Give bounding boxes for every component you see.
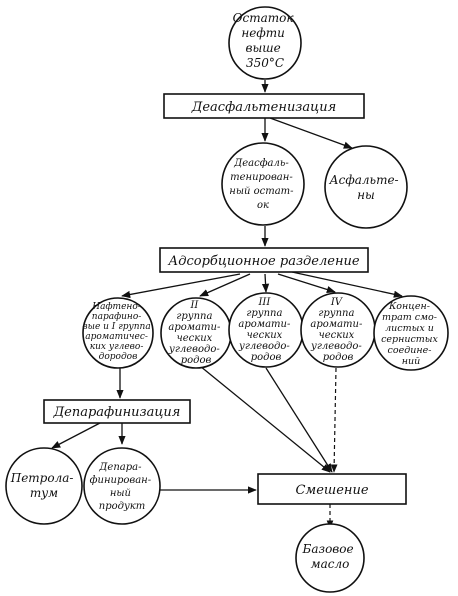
concentrate-line: сернистых [381, 334, 438, 345]
petrolatum-line: тум [30, 486, 58, 500]
svg-text:Депара- финирован-: Депара- финирован- ный продукт [90, 462, 155, 512]
deasphalted-residue-line: ок [257, 200, 269, 211]
group2-line: группа [176, 311, 212, 322]
group4-line: группа [318, 308, 354, 319]
svg-text:II группа аромати-: II группа аромати- ческих углеводо- родо… [168, 300, 224, 366]
base-oil-line: масло [311, 557, 350, 571]
asphaltenes-line: ны [357, 188, 375, 202]
asphaltenes-line: Асфальте- [329, 173, 399, 187]
naphtheno-line: ких углево- [90, 342, 144, 352]
svg-text:Остаток нефти выше: Остаток нефти выше 350°С [233, 11, 298, 70]
naphtheno-line: ароматичес- [85, 332, 148, 342]
arrow-adsorption-to-concentrate [291, 271, 403, 298]
dewaxing-label: Депарафинизация [53, 405, 181, 420]
arrow-dewaxing-to-petrolatum [51, 422, 101, 449]
node-group-3: III группа аромати- ческих углеводо- род… [228, 292, 304, 368]
node-asphaltenes: Асфальте- ны [324, 145, 408, 229]
svg-text:IV группа аромати-: IV группа аромати- ческих углеводо- родо… [310, 297, 366, 363]
node-deasphalting: Деасфальтенизация [163, 93, 365, 119]
concentrate-line: соедине- [388, 345, 432, 356]
group3-line: аромати- [238, 319, 291, 330]
group3-line: группа [246, 308, 282, 319]
arrow-group2-to-mixing [199, 365, 331, 473]
dewaxed-product-line: продукт [99, 501, 145, 512]
group3-line: III [257, 297, 271, 308]
adsorption-label: Адсорбционное разделение [167, 254, 359, 269]
dewaxed-product-line: финирован- [90, 475, 152, 486]
naphtheno-line: дородов [99, 352, 138, 362]
dewaxed-product-line: Депара- [98, 462, 142, 473]
group3-line: родов [251, 352, 282, 363]
svg-text:Базовое масло: Базовое масло [302, 542, 358, 571]
concentrate-line: трат смо- [382, 312, 437, 323]
edges [51, 80, 403, 529]
node-group-4: IV группа аромати- ческих углеводо- родо… [300, 292, 376, 368]
node-residue: Остаток нефти выше 350°С [228, 6, 302, 80]
svg-text:Асфальте- ны: Асфальте- ны [329, 173, 403, 202]
arrow-adsorption-to-group4 [277, 273, 336, 294]
group2-line: аромати- [168, 322, 221, 333]
svg-text:Нафтено- парафино-: Нафтено- парафино- вые и I группа аромат… [82, 302, 153, 362]
node-dewaxing: Депарафинизация [43, 399, 191, 424]
deasphalted-residue-line: Деасфаль- [233, 158, 289, 169]
node-mixing: Смешение [257, 473, 407, 505]
residue-line: 350°С [246, 56, 284, 70]
naphtheno-line: парафино- [92, 312, 142, 322]
residue-line: нефти [241, 26, 285, 40]
node-adsorption: Адсорбционное разделение [159, 247, 369, 273]
petrolatum-line: Петрола- [10, 471, 74, 485]
group3-line: углеводо- [238, 341, 290, 352]
svg-text:Деасфаль- тенирован-: Деасфаль- тенирован- ный остат- ок [229, 158, 296, 211]
residue-line: выше [245, 41, 280, 55]
concentrate-line: Концен- [388, 301, 430, 312]
node-naphtheno-paraffinic: Нафтено- парафино- вые и I группа аромат… [82, 297, 154, 369]
group4-line: аромати- [310, 319, 363, 330]
residue-line: Остаток [233, 11, 295, 25]
base-oil-line: Базовое [302, 542, 354, 556]
group4-line: IV [330, 297, 344, 308]
arrow-deasphalting-to-asphaltenes [269, 117, 353, 149]
dewaxed-product-line: ный [110, 488, 131, 499]
naphtheno-line: вые и I группа [82, 322, 150, 332]
svg-text:Концен- трат смо-: Концен- трат смо- листых и сернистых сое… [381, 301, 441, 367]
mixing-label: Смешение [295, 483, 368, 498]
node-concentrate: Концен- трат смо- листых и сернистых сое… [373, 295, 449, 371]
node-dewaxed-product: Депара- финирован- ный продукт [83, 447, 161, 525]
node-base-oil: Базовое масло [295, 523, 365, 593]
svg-text:III группа аромати: III группа аромати- ческих углеводо- род… [238, 297, 294, 363]
node-deasphalted-residue: Деасфаль- тенирован- ный остат- ок [221, 142, 305, 226]
group2-line: родов [181, 355, 212, 366]
concentrate-line: листых и [385, 323, 434, 334]
svg-text:Петрола- тум: Петрола- тум [10, 471, 78, 500]
arrow-adsorption-to-group3 [261, 273, 270, 293]
group2-line: ческих [177, 333, 213, 344]
concentrate-line: ний [402, 356, 421, 367]
arrow-adsorption-to-group2 [199, 273, 251, 297]
group4-line: углеводо- [310, 341, 362, 352]
arrow-adsorption-to-naphtheno [121, 273, 241, 299]
group4-line: ческих [319, 330, 355, 341]
deasphalting-label: Деасфальтенизация [191, 100, 336, 115]
node-petrolatum: Петрола- тум [5, 447, 83, 525]
group4-line: родов [323, 352, 354, 363]
arrow-group3-to-mixing [265, 367, 333, 473]
group3-line: ческих [247, 330, 283, 341]
naphtheno-line: Нафтено- [91, 302, 141, 312]
deasphalted-residue-line: тенирован- [230, 172, 293, 183]
arrow-group4-to-mixing [330, 367, 338, 473]
group2-line: II [189, 300, 199, 311]
group2-line: углеводо- [168, 344, 220, 355]
node-group-2: II группа аромати- ческих углеводо- родо… [160, 297, 232, 369]
deasphalted-residue-line: ный остат- [229, 186, 294, 197]
